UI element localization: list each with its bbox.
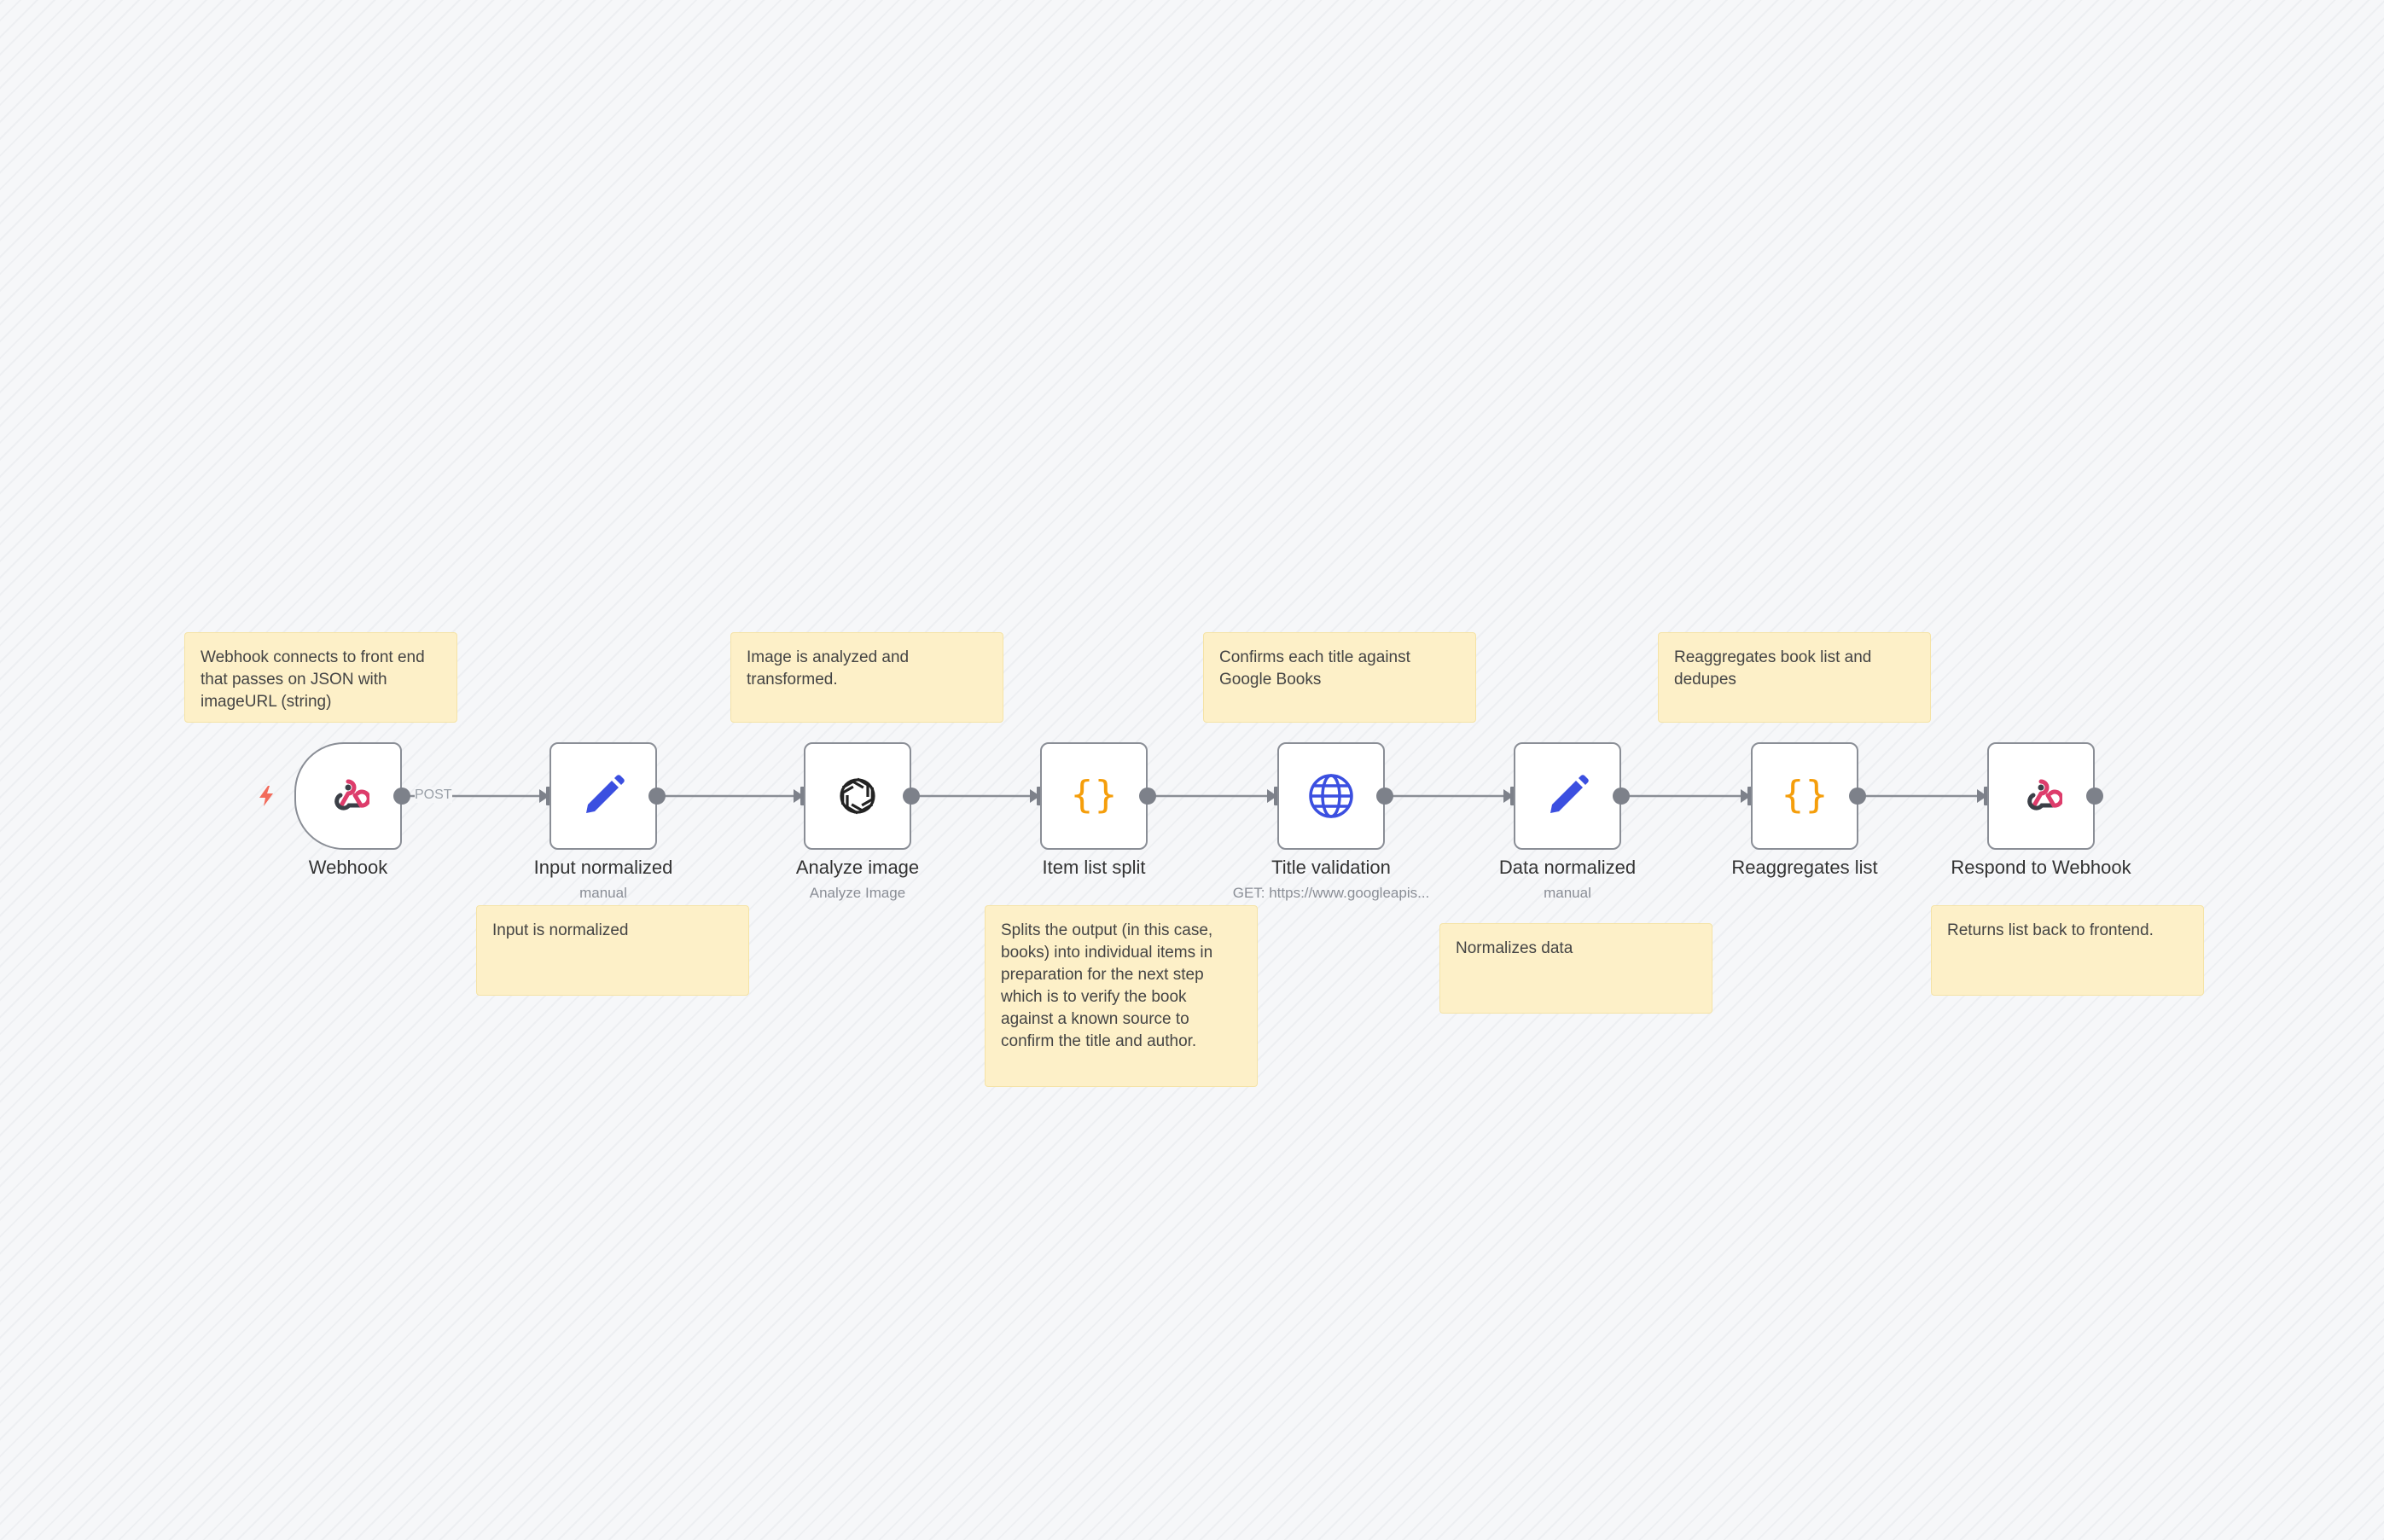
openai-icon xyxy=(840,777,875,815)
sticky-note[interactable]: Returns list back to frontend. xyxy=(1931,905,2204,996)
arrow-head xyxy=(539,789,549,803)
node-label: Webhook xyxy=(308,857,388,878)
input-normalized-node[interactable] xyxy=(549,742,657,850)
svg-text:{}: {} xyxy=(1070,773,1118,816)
input-handle[interactable] xyxy=(1747,787,1753,805)
reaggregates-list-node[interactable]: {} xyxy=(1751,742,1858,850)
webhook-icon xyxy=(2027,779,2062,811)
node-sublabel: manual xyxy=(579,885,627,901)
output-handle[interactable] xyxy=(1849,787,1866,805)
pencil-icon xyxy=(1550,775,1589,813)
arrow-head xyxy=(1267,789,1277,803)
sticky-note[interactable]: Input is normalized xyxy=(476,905,749,996)
arrow-head xyxy=(1977,789,1987,803)
node-label: Reaggregates list xyxy=(1731,857,1878,878)
code-braces-icon: {} xyxy=(1781,773,1829,816)
arrow-head xyxy=(1503,789,1514,803)
pencil-icon xyxy=(586,775,625,813)
respond-to-webhook-node[interactable] xyxy=(1987,742,2095,850)
title-validation-node[interactable] xyxy=(1277,742,1385,850)
node-label: Input normalized xyxy=(533,857,673,878)
sticky-note[interactable]: Splits the output (in this case, books) … xyxy=(985,905,1258,1087)
data-normalized-node[interactable] xyxy=(1514,742,1621,850)
node-label: Item list split xyxy=(1042,857,1146,878)
node-sublabel: GET: https://www.googleapis... xyxy=(1232,885,1430,901)
node-label: Analyze image xyxy=(795,857,920,878)
sticky-note[interactable]: Image is analyzed and transformed. xyxy=(730,632,1003,723)
webhook-node[interactable] xyxy=(294,742,402,850)
input-handle[interactable] xyxy=(1274,787,1280,805)
trigger-bolt-icon xyxy=(259,786,273,806)
output-handle[interactable] xyxy=(648,787,666,805)
node-sublabel: Analyze Image xyxy=(809,885,906,901)
svg-text:{}: {} xyxy=(1781,773,1829,816)
input-handle[interactable] xyxy=(546,787,552,805)
item-list-split-node[interactable]: {} xyxy=(1040,742,1148,850)
node-sublabel: manual xyxy=(1544,885,1591,901)
output-handle[interactable] xyxy=(2086,787,2103,805)
analyze-image-node[interactable] xyxy=(804,742,911,850)
output-handle[interactable] xyxy=(1376,787,1393,805)
edge-label-post: POST xyxy=(415,787,452,803)
sticky-note[interactable]: Reaggregates book list and dedupes xyxy=(1658,632,1931,723)
sticky-note[interactable]: Confirms each title against Google Books xyxy=(1203,632,1476,723)
node-label: Title validation xyxy=(1271,857,1391,878)
input-handle[interactable] xyxy=(800,787,806,805)
webhook-icon xyxy=(334,779,369,811)
arrow-head xyxy=(1030,789,1040,803)
output-handle[interactable] xyxy=(1139,787,1156,805)
node-label: Data normalized xyxy=(1498,857,1637,878)
arrow-head xyxy=(794,789,804,803)
globe-icon xyxy=(1309,774,1353,818)
node-label: Respond to Webhook xyxy=(1951,857,2131,878)
sticky-note[interactable]: Webhook connects to front end that passe… xyxy=(184,632,457,723)
code-braces-icon: {} xyxy=(1070,773,1118,816)
input-handle[interactable] xyxy=(1510,787,1516,805)
sticky-note[interactable]: Normalizes data xyxy=(1439,923,1712,1014)
arrow-head xyxy=(1741,789,1751,803)
output-handle[interactable] xyxy=(393,787,410,805)
output-handle[interactable] xyxy=(903,787,920,805)
input-handle[interactable] xyxy=(1037,787,1043,805)
input-handle[interactable] xyxy=(1984,787,1990,805)
output-handle[interactable] xyxy=(1613,787,1630,805)
